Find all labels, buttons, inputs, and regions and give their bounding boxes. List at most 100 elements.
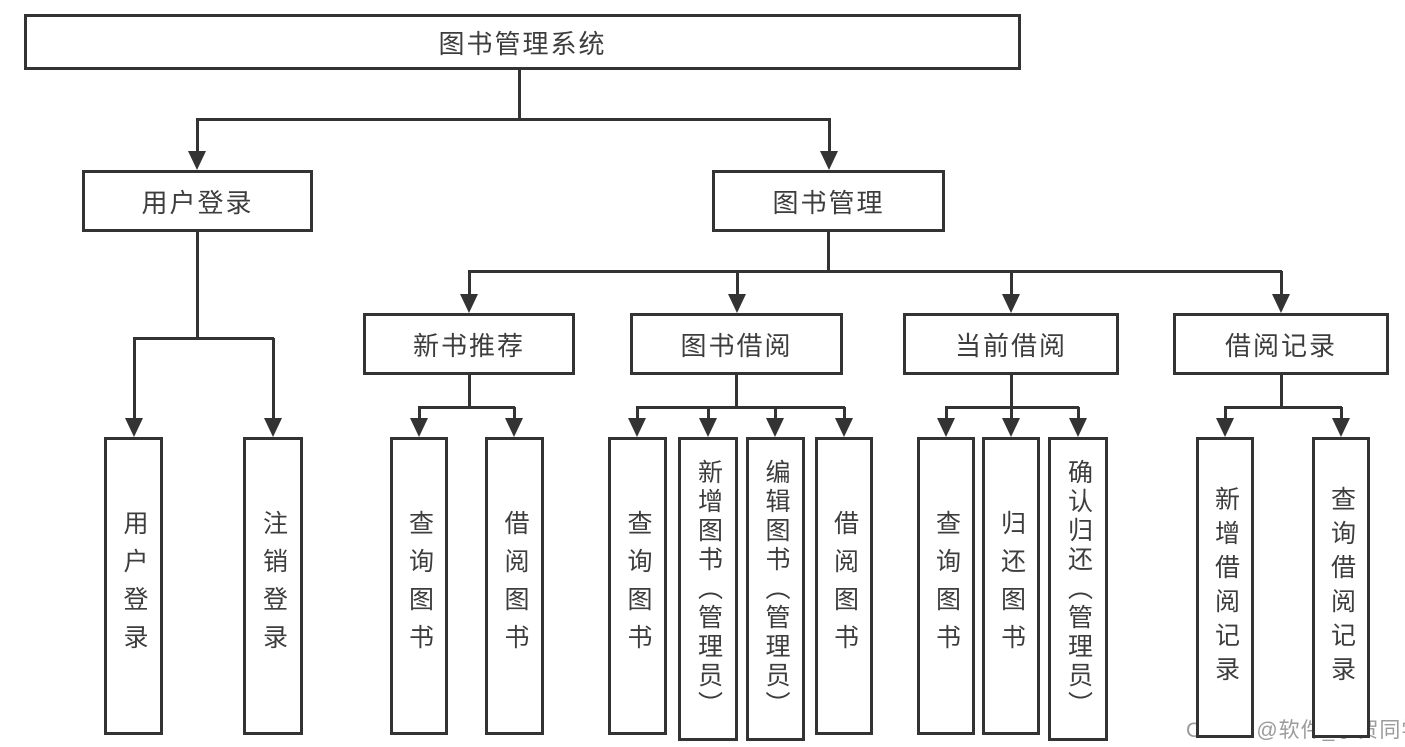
node-leaf-borrow-books-borrowing: 借阅图书 <box>815 437 873 735</box>
arrow-shaft <box>132 338 136 421</box>
node-root: 图书管理系统 <box>24 14 1021 70</box>
node-new-book-recommendation: 新书推荐 <box>363 313 575 375</box>
node-leaf-edit-books-admin: 编辑图书（管理员） <box>746 437 805 741</box>
arrow-down-icon <box>188 119 206 170</box>
arrowhead-icon <box>1069 418 1087 437</box>
arrow-shaft <box>512 407 516 421</box>
connector-hline <box>636 405 845 409</box>
arrow-down-icon <box>410 407 428 437</box>
arrowhead-icon <box>505 418 523 437</box>
connector-hline <box>468 269 1282 273</box>
node-leaf-logout: 注销登录 <box>243 437 303 735</box>
arrow-shaft <box>1076 407 1080 421</box>
arrowhead-icon <box>1002 294 1020 313</box>
arrow-shaft <box>1339 407 1343 421</box>
arrowhead-icon <box>1216 418 1234 437</box>
arrow-down-icon <box>937 407 955 437</box>
node-label-leaf-edit-books-admin: 编辑图书（管理员） <box>762 458 790 720</box>
node-label-current-borrowing: 当前借阅 <box>954 330 1067 361</box>
node-label-leaf-confirm-return-admin: 确认归还（管理员） <box>1064 458 1093 720</box>
arrowhead-icon <box>699 418 717 437</box>
arrowhead-icon <box>1272 294 1290 313</box>
arrow-down-icon <box>1332 407 1350 437</box>
arrow-shaft <box>735 271 739 297</box>
node-label-new-book-recommendation: 新书推荐 <box>412 330 525 361</box>
node-label-leaf-borrow-books-recommend: 借阅图书 <box>501 510 529 662</box>
arrowhead-icon <box>188 151 206 170</box>
node-label-leaf-query-books-borrowing: 查询图书 <box>624 510 652 662</box>
node-label-leaf-add-books-admin: 新增图书（管理员） <box>694 458 723 720</box>
arrow-down-icon <box>820 119 838 170</box>
node-label-leaf-borrow-books-borrowing: 借阅图书 <box>830 510 859 662</box>
arrow-shaft <box>467 271 471 297</box>
connector-vline <box>1009 375 1013 407</box>
node-leaf-add-books-admin: 新增图书（管理员） <box>678 437 738 741</box>
connector-vline <box>734 375 738 407</box>
arrow-down-icon <box>628 407 646 437</box>
node-label-book-management: 图书管理 <box>772 187 885 218</box>
node-leaf-return-books: 归还图书 <box>982 437 1040 735</box>
arrowhead-icon <box>460 294 478 313</box>
arrow-shaft <box>417 407 421 421</box>
node-book-management: 图书管理 <box>712 170 945 232</box>
arrow-down-icon <box>1002 271 1020 313</box>
arrowhead-icon <box>820 151 838 170</box>
arrow-shaft <box>271 338 275 421</box>
node-label-book-borrowing: 图书借阅 <box>680 330 793 361</box>
arrow-shaft <box>195 119 199 154</box>
arrow-down-icon <box>1002 407 1020 437</box>
node-label-leaf-logout: 注销登录 <box>259 510 288 662</box>
arrow-down-icon <box>1272 271 1290 313</box>
arrow-shaft <box>773 407 777 421</box>
node-label-leaf-return-books: 归还图书 <box>997 510 1026 662</box>
arrow-down-icon <box>264 338 282 437</box>
arrow-shaft <box>842 407 846 421</box>
arrow-down-icon <box>460 271 478 313</box>
connector-vline <box>517 70 521 119</box>
arrow-down-icon <box>699 407 717 437</box>
arrow-down-icon <box>835 407 853 437</box>
node-label-leaf-add-borrow-record: 新增借阅记录 <box>1211 485 1240 690</box>
arrow-shaft <box>827 119 831 154</box>
connector-hline <box>418 405 515 409</box>
node-leaf-query-borrow-record: 查询借阅记录 <box>1312 437 1370 738</box>
connector-hline <box>133 336 274 340</box>
node-book-borrowing: 图书借阅 <box>630 313 843 375</box>
node-leaf-confirm-return-admin: 确认归还（管理员） <box>1048 437 1108 741</box>
arrowhead-icon <box>264 418 282 437</box>
arrowhead-icon <box>835 418 853 437</box>
arrow-down-icon <box>125 338 143 437</box>
arrow-down-icon <box>505 407 523 437</box>
node-leaf-query-books-recommend: 查询图书 <box>390 437 448 735</box>
connector-vline <box>467 375 471 407</box>
arrow-shaft <box>1223 407 1227 421</box>
node-label-leaf-query-books-recommend: 查询图书 <box>405 510 434 662</box>
node-label-leaf-query-borrow-record: 查询借阅记录 <box>1327 485 1356 690</box>
connector-vline <box>195 232 199 338</box>
node-user-login: 用户登录 <box>82 170 313 232</box>
arrowhead-icon <box>410 418 428 437</box>
arrowhead-icon <box>125 418 143 437</box>
arrow-shaft <box>1009 271 1013 297</box>
node-leaf-query-books-current: 查询图书 <box>917 437 975 735</box>
arrowhead-icon <box>728 294 746 313</box>
arrow-down-icon <box>728 271 746 313</box>
node-leaf-add-borrow-record: 新增借阅记录 <box>1196 437 1254 738</box>
node-leaf-user-login: 用户登录 <box>104 437 163 735</box>
node-borrowing-records: 借阅记录 <box>1173 313 1389 375</box>
node-label-leaf-user-login: 用户登录 <box>120 510 148 662</box>
node-leaf-borrow-books-recommend: 借阅图书 <box>485 437 544 735</box>
connector-hline <box>196 117 831 121</box>
connector-vline <box>826 232 830 271</box>
node-label-leaf-query-books-current: 查询图书 <box>932 510 961 662</box>
arrow-down-icon <box>1216 407 1234 437</box>
connector-hline <box>1224 405 1342 409</box>
node-current-borrowing: 当前借阅 <box>903 313 1119 375</box>
connector-vline <box>1279 375 1283 407</box>
node-label-borrowing-records: 借阅记录 <box>1224 330 1337 361</box>
node-label-user-login: 用户登录 <box>141 187 254 218</box>
arrowhead-icon <box>1332 418 1350 437</box>
arrow-shaft <box>1279 271 1283 297</box>
arrow-shaft <box>1009 407 1013 421</box>
